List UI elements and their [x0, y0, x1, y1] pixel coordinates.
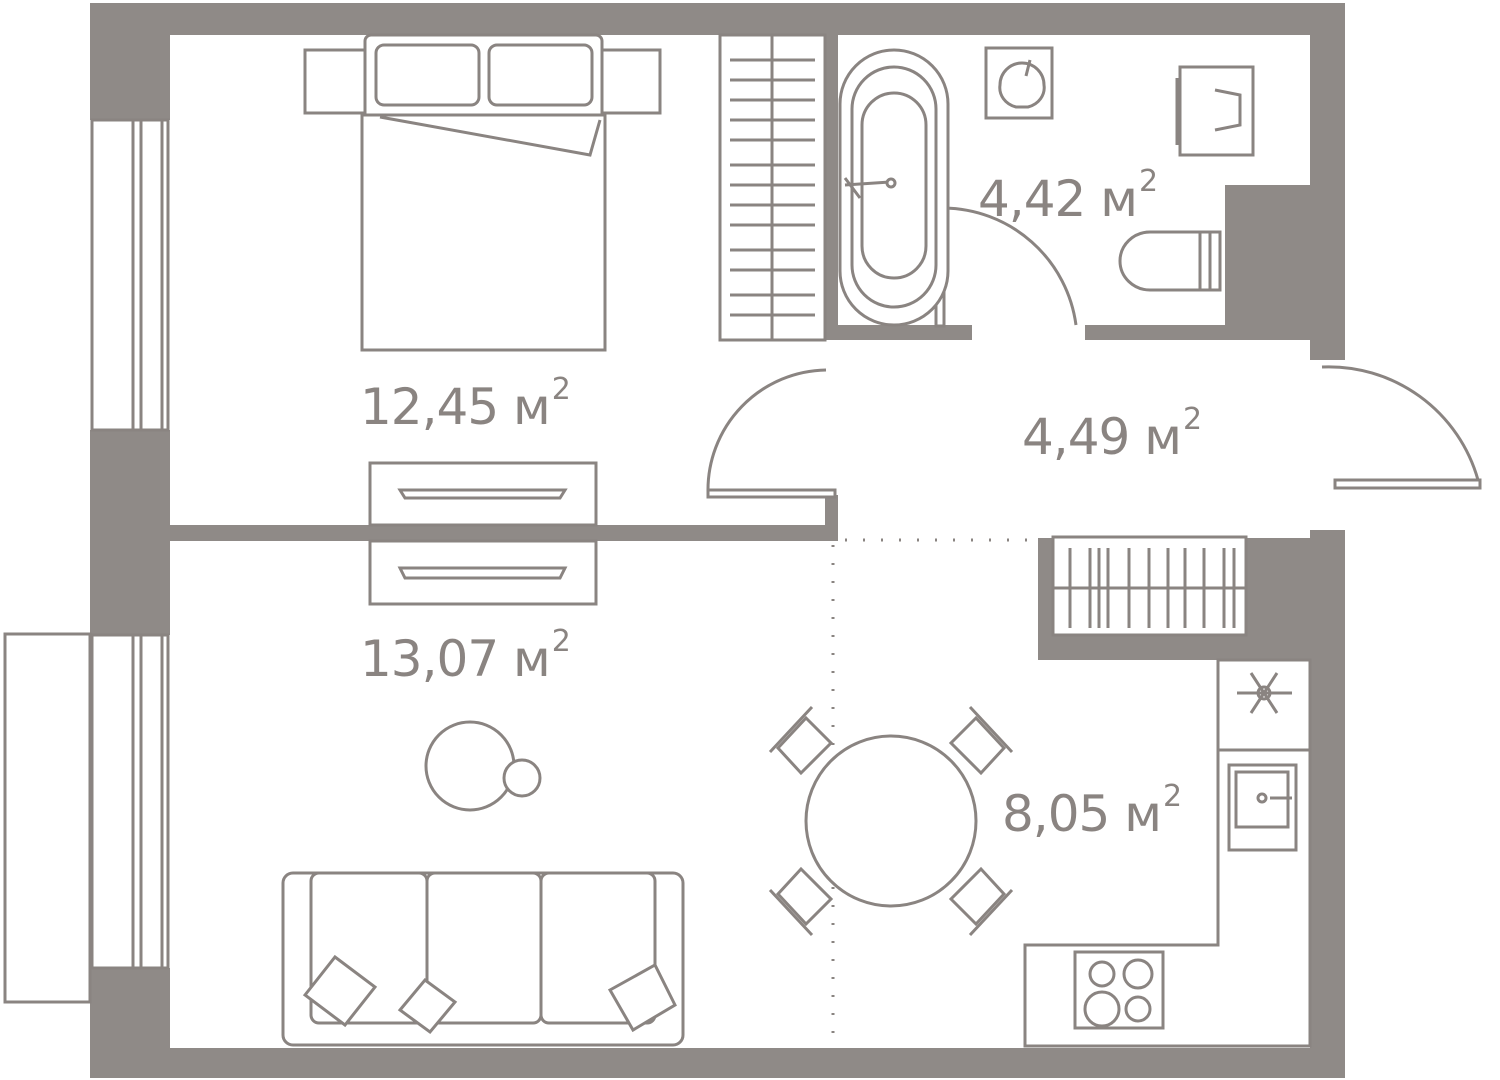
area-unit: м — [1100, 170, 1138, 228]
room-area-living: 13,07 м2 — [360, 624, 571, 688]
washing-machine — [1175, 65, 1255, 157]
wardrobe-bedroom — [718, 33, 827, 342]
door-entrance — [1321, 365, 1482, 490]
room-area-kitchen: 8,05 м2 — [1002, 779, 1182, 843]
bed — [303, 33, 662, 352]
room-area-bathroom: 4,42 м2 — [978, 164, 1158, 228]
area-unit: м — [513, 378, 551, 436]
walls — [90, 3, 1345, 1078]
dining-table — [768, 705, 1014, 937]
window-bedroom — [90, 118, 170, 432]
area-unit: м — [1124, 785, 1162, 843]
room-area-bedroom: 12,45 м2 — [360, 372, 571, 436]
area-unit: м — [513, 630, 551, 688]
area-unit-power: 2 — [551, 624, 571, 659]
kitchen-counter — [1023, 658, 1312, 1048]
area-unit-power: 2 — [1182, 402, 1202, 437]
sofa — [281, 871, 685, 1047]
toilet — [1118, 230, 1222, 292]
area-unit-power: 2 — [1138, 164, 1158, 199]
tv-stand — [368, 461, 598, 606]
door-bedroom — [706, 368, 837, 499]
wardrobe-hallway — [1051, 535, 1248, 637]
sink-bathroom — [984, 46, 1054, 120]
area-value: 8,05 — [1002, 785, 1110, 843]
area-unit: м — [1144, 408, 1182, 466]
room-area-hallway: 4,49 м2 — [1022, 402, 1202, 466]
window-living — [3, 632, 170, 1004]
area-value: 4,42 — [978, 170, 1086, 228]
snowflake-icon — [1237, 672, 1292, 714]
bathtub — [838, 48, 950, 327]
area-value: 13,07 — [360, 630, 499, 688]
area-unit-power: 2 — [1162, 779, 1182, 814]
area-value: 4,49 — [1022, 408, 1130, 466]
area-value: 12,45 — [360, 378, 499, 436]
coffee-tables — [424, 720, 542, 812]
area-unit-power: 2 — [551, 372, 571, 407]
